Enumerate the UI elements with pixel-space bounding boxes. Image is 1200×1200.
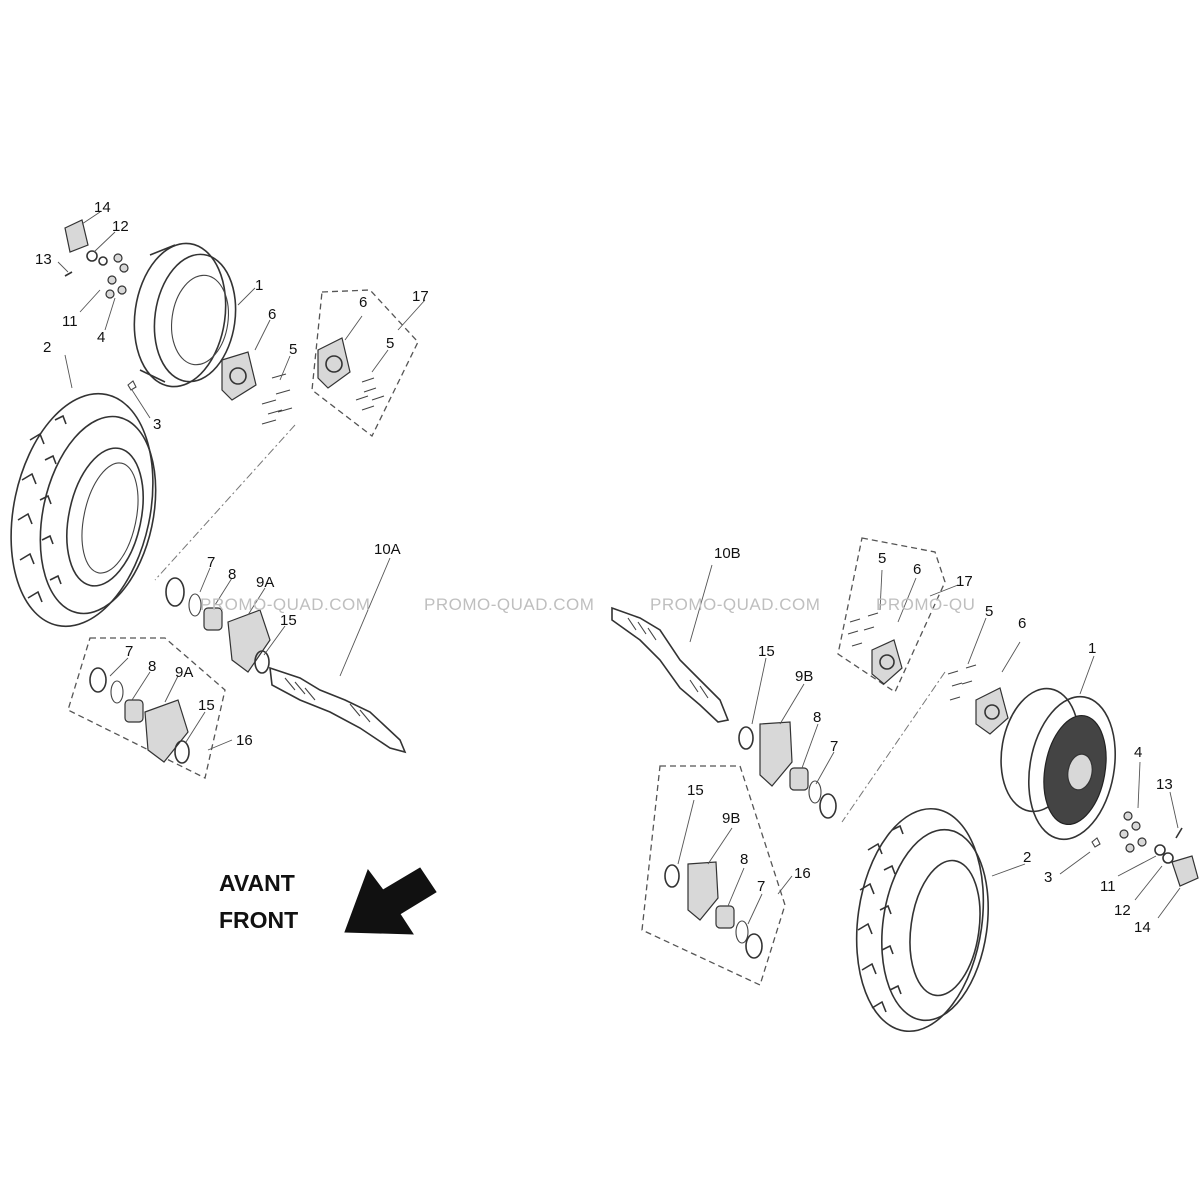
callout: 7 (207, 554, 215, 571)
callout: 8 (813, 709, 821, 726)
right-callouts: 10B 5 6 17 5 6 15 9B 8 7 1 4 13 2 3 11 1… (687, 545, 1173, 936)
callout: 15 (280, 612, 297, 629)
callout: 6 (268, 306, 276, 323)
callout: 4 (97, 329, 105, 346)
callout: 12 (1114, 902, 1131, 919)
left-leader-lines (57, 211, 426, 751)
right-drive-shaft (611, 606, 730, 723)
callout: 12 (112, 218, 129, 235)
callout: 5 (289, 341, 297, 358)
right-hub (947, 664, 1009, 735)
watermark-text: PROMO-QUAD.COM (650, 595, 820, 614)
watermark-text: PROMO-QUAD.COM (200, 595, 370, 614)
callout: 6 (1018, 615, 1026, 632)
left-kit-knuckle (89, 667, 190, 764)
callout: 13 (35, 251, 52, 268)
callout: 1 (1088, 640, 1096, 657)
direction-label-avant: AVANT (219, 870, 295, 896)
left-lug-nuts (105, 253, 137, 391)
callout: 10B (714, 545, 741, 562)
left-drive-shaft (269, 666, 407, 754)
watermark-row: PROMO-QUAD.COM PROMO-QUAD.COM PROMO-QUAD… (200, 595, 975, 614)
right-leader-lines (677, 564, 1181, 925)
callout: 3 (153, 416, 161, 433)
callout: 17 (412, 288, 429, 305)
left-tire (10, 392, 157, 628)
callout: 6 (359, 294, 367, 311)
watermark-text: PROMO-QU (876, 595, 975, 614)
left-kit-hub (317, 337, 385, 411)
callout: 11 (62, 313, 78, 330)
right-lug-nuts (1091, 811, 1147, 853)
callout: 9A (256, 574, 274, 591)
front-direction-arrow-icon (344, 867, 437, 935)
callout: 16 (236, 732, 253, 749)
right-axis-line (841, 671, 946, 823)
callout: 15 (687, 782, 704, 799)
callout: 13 (1156, 776, 1173, 793)
callout: 3 (1044, 869, 1052, 886)
right-kit-knuckle (664, 861, 763, 959)
callout: 17 (956, 573, 973, 590)
right-rim (1000, 687, 1117, 841)
callout: 8 (740, 851, 748, 868)
right-hub-cap (1154, 827, 1199, 887)
callout: 15 (758, 643, 775, 660)
left-kit-box-16 (67, 637, 226, 779)
left-hub-cap (64, 219, 108, 277)
callout: 6 (913, 561, 921, 578)
right-kit-box-17 (837, 537, 946, 693)
callout: 5 (386, 335, 394, 352)
left-studs (261, 373, 293, 425)
callout: 14 (94, 199, 111, 216)
callout: 2 (1023, 849, 1031, 866)
callout: 5 (985, 603, 993, 620)
callout: 9B (795, 668, 813, 685)
right-tire (855, 807, 989, 1033)
left-rim (133, 242, 237, 388)
callout: 7 (125, 643, 133, 660)
left-knuckle-stack (165, 577, 271, 674)
callout: 9A (175, 664, 193, 681)
callout: 10A (374, 541, 401, 558)
left-kit-box-17 (311, 289, 419, 437)
callout: 15 (198, 697, 215, 714)
callout: 11 (1100, 878, 1116, 895)
callout: 2 (43, 339, 51, 356)
direction-label-front: FRONT (219, 907, 299, 933)
callout: 1 (255, 277, 263, 294)
callout: 9B (722, 810, 740, 827)
left-axis-line (154, 424, 296, 581)
callout: 16 (794, 865, 811, 882)
callout: 7 (757, 878, 765, 895)
callout: 4 (1134, 744, 1142, 761)
right-knuckle-stack (738, 721, 837, 819)
watermark-text: PROMO-QUAD.COM (424, 595, 594, 614)
callout: 8 (228, 566, 236, 583)
left-hub (221, 351, 257, 401)
right-kit-hub (847, 612, 903, 685)
callout: 5 (878, 550, 886, 567)
callout: 7 (830, 738, 838, 755)
callout: 14 (1134, 919, 1151, 936)
left-callouts: 14 12 13 11 4 1 2 3 6 5 17 6 5 7 8 9A 15… (35, 199, 429, 749)
callout: 8 (148, 658, 156, 675)
